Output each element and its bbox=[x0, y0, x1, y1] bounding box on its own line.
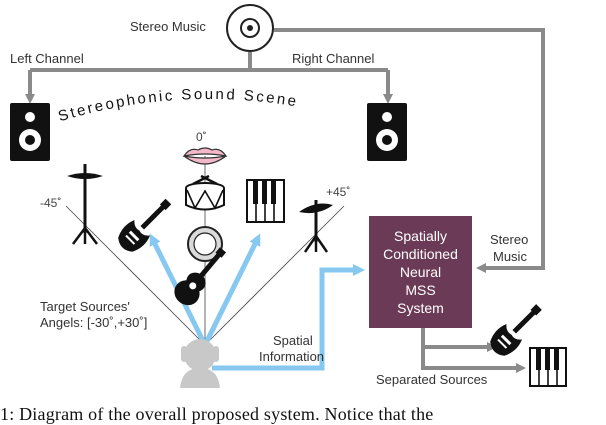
left-channel-label: Left Channel bbox=[10, 51, 84, 66]
spatial-info-label-line1: Spatial bbox=[273, 333, 313, 348]
output-piano-icon bbox=[529, 347, 567, 387]
gray-arrows bbox=[25, 28, 545, 373]
output-guitar-icon bbox=[490, 304, 542, 356]
cymbal-left-icon bbox=[67, 164, 103, 245]
cymbal-right-icon bbox=[299, 200, 333, 253]
spatial-info-arrow bbox=[212, 264, 365, 371]
ring-icon bbox=[187, 226, 223, 262]
stereo-label-line1: Stereo bbox=[490, 232, 529, 247]
target-sources-label-line2: Angels: [-30˚,+30˚] bbox=[40, 315, 148, 330]
left-speaker-icon bbox=[10, 103, 50, 161]
blue-arrow-right bbox=[202, 233, 261, 347]
stereo-music-arrow bbox=[274, 28, 545, 273]
mss-line-4: MSS bbox=[405, 282, 436, 298]
piano-output-arrow bbox=[421, 330, 526, 373]
lips-icon bbox=[182, 147, 228, 165]
cd-icon bbox=[226, 4, 274, 52]
mss-line-3: Neural bbox=[399, 264, 442, 280]
right-channel-label: Right Channel bbox=[292, 51, 375, 66]
drum-icon bbox=[185, 174, 225, 211]
electric-guitar-icon bbox=[118, 198, 172, 252]
scene-title: Stereophonic Sound Scene bbox=[56, 86, 299, 125]
angle-plus45-label: +45˚ bbox=[326, 185, 351, 199]
spatial-info-label-line2: Information bbox=[259, 349, 325, 364]
mss-system-box: Spatially Conditioned Neural MSS System bbox=[369, 216, 472, 328]
piano-icon bbox=[246, 179, 285, 223]
figure-caption: 1: Diagram of the overall proposed syste… bbox=[0, 404, 434, 424]
mss-line-5: System bbox=[397, 300, 444, 316]
guitar-output-arrow bbox=[421, 328, 497, 352]
target-sources-label-line1: Target Sources' bbox=[40, 299, 130, 314]
angle-zero-label: 0˚ bbox=[196, 130, 207, 144]
right-speaker-icon bbox=[367, 103, 407, 161]
mss-line-2: Conditioned bbox=[383, 246, 458, 262]
acoustic-guitar-icon bbox=[174, 247, 227, 306]
angle-minus45-label: -45˚ bbox=[40, 196, 62, 210]
stereo-music-label: Stereo Music bbox=[130, 19, 206, 34]
stereo-label-line2: Music bbox=[493, 249, 527, 264]
mss-line-1: Spatially bbox=[394, 228, 447, 244]
listener-icon bbox=[180, 339, 220, 388]
separated-sources-label: Separated Sources bbox=[376, 372, 488, 387]
